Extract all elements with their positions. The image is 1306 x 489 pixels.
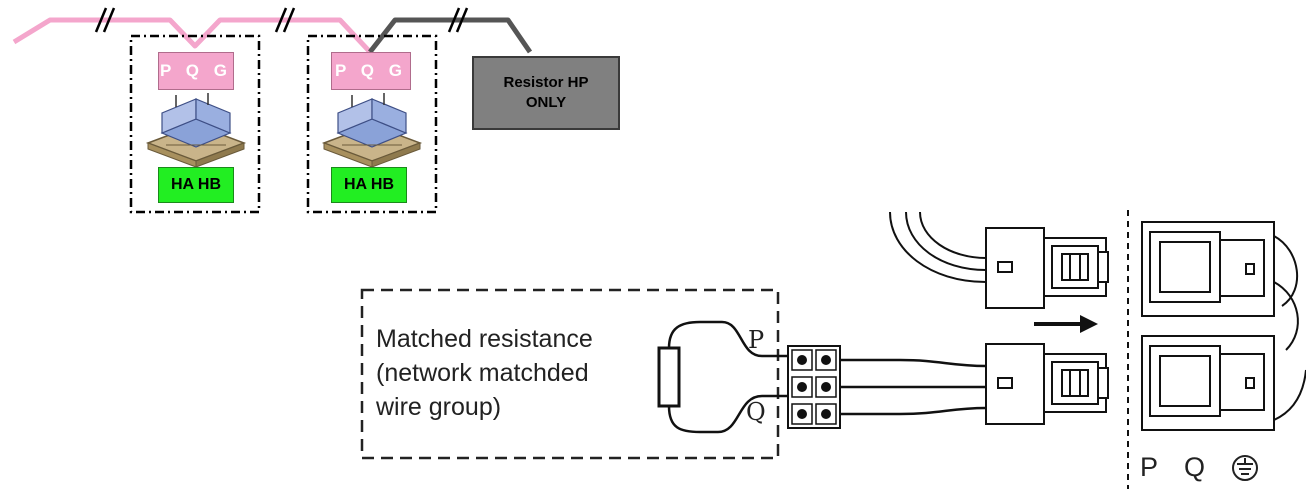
unit-2-hahb-label: HA HB: [331, 167, 407, 203]
terminal-wires: [840, 358, 987, 416]
break-mark: [94, 7, 116, 33]
terminal-block: [787, 345, 841, 429]
matched-resistance-line3: wire group): [376, 393, 502, 421]
cassette-unit-icon: [145, 93, 247, 168]
break-mark: [447, 7, 469, 33]
board-p-label: P: [1140, 452, 1159, 482]
matched-resistance-frame: [360, 288, 780, 460]
bus-line: [12, 17, 372, 54]
terminal-q-label: Q: [746, 398, 766, 426]
resistor-lead-p: [667, 320, 788, 358]
unit-1-pqg-label: P Q G: [158, 52, 234, 90]
ground-icon: [1232, 455, 1258, 481]
resistor-lead-q: [667, 394, 788, 434]
insert-arrow: [1034, 315, 1098, 333]
unit-frame-1: [129, 34, 261, 214]
board-socket-upper: [1141, 221, 1299, 317]
resistor-hp-box: Resistor HP ONLY: [472, 56, 620, 130]
resistor-hp-line1: Resistor HP: [503, 74, 589, 91]
connector-lower: [985, 343, 1109, 425]
board-q-label: Q: [1184, 452, 1206, 482]
break-mark: [274, 7, 296, 33]
unit-2-pqg-label: P Q G: [331, 52, 411, 90]
unit-1-hahb-label: HA HB: [158, 167, 234, 203]
connector-upper: [889, 211, 1109, 309]
matched-resistance-line1: Matched resistance: [376, 325, 593, 353]
resistor-line: [368, 17, 533, 54]
terminal-p-label: P: [748, 326, 765, 354]
matched-resistance-label: Matched resistance (network matchded wir…: [376, 322, 676, 424]
board-socket-lower: [1141, 281, 1306, 431]
resistor-hp-line2: ONLY: [525, 94, 567, 111]
unit-frame-2: [306, 34, 438, 214]
cassette-unit-icon: [321, 93, 423, 168]
matched-resistance-line2: (network matchded: [376, 359, 589, 387]
